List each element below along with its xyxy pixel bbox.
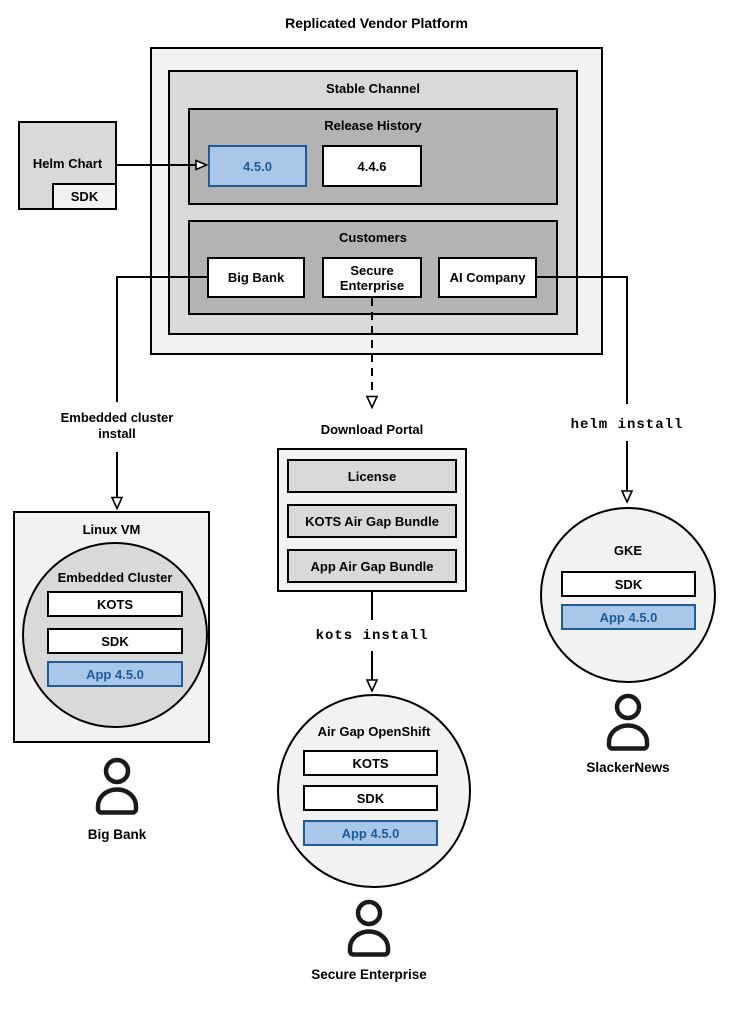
helm-chart-sdk-box: SDK	[52, 183, 117, 210]
customer-big-bank: Big Bank	[207, 257, 305, 298]
release-4-4-6: 4.4.6	[322, 145, 422, 187]
embedded-cluster-circle: Embedded Cluster KOTS SDK App 4.5.0	[22, 542, 208, 728]
arrowhead-gke	[620, 490, 634, 504]
release-history-title: Release History	[324, 118, 422, 133]
arrowhead-linux-vm	[110, 496, 124, 511]
linux-vm-box: Linux VM Embedded Cluster KOTS SDK App 4…	[13, 511, 210, 743]
arrowhead-openshift	[365, 679, 379, 693]
slackernews-user-label: SlackerNews	[586, 760, 670, 775]
vm-sdk-box: SDK	[47, 628, 183, 654]
secure-enterprise-user-label: Secure Enterprise	[311, 967, 427, 982]
diagram-title: Replicated Vendor Platform	[285, 15, 468, 31]
app-airgap-bundle-box: App Air Gap Bundle	[287, 549, 457, 583]
download-portal-box: License KOTS Air Gap Bundle App Air Gap …	[277, 448, 467, 592]
helm-chart-label: Helm Chart	[32, 156, 103, 171]
customer-secure-enterprise: Secure Enterprise	[322, 257, 422, 298]
secure-enterprise-user-icon	[347, 899, 391, 957]
gke-app-box: App 4.5.0	[561, 604, 696, 630]
big-bank-user-label: Big Bank	[87, 827, 147, 842]
stable-channel-title: Stable Channel	[326, 81, 420, 96]
gke-title: GKE	[613, 543, 643, 558]
kots-airgap-bundle-box: KOTS Air Gap Bundle	[287, 504, 457, 538]
openshift-kots-box: KOTS	[303, 750, 438, 776]
stable-channel-box: Stable Channel Release History 4.5.0 4.4…	[168, 70, 578, 335]
license-box: License	[287, 459, 457, 493]
vm-app-box: App 4.5.0	[47, 661, 183, 687]
embedded-cluster-install-label: Embedded cluster install	[60, 410, 174, 441]
arrowhead-download-portal	[365, 395, 379, 410]
airgap-openshift-title: Air Gap OpenShift	[317, 724, 431, 739]
customers-title: Customers	[339, 230, 407, 245]
gke-circle: GKE SDK App 4.5.0	[540, 507, 716, 683]
airgap-openshift-circle: Air Gap OpenShift KOTS SDK App 4.5.0	[277, 694, 471, 888]
download-portal-label: Download Portal	[320, 422, 424, 437]
release-4-5-0: 4.5.0	[208, 145, 307, 187]
release-history-box: Release History 4.5.0 4.4.6	[188, 108, 558, 205]
embedded-cluster-title: Embedded Cluster	[57, 570, 173, 585]
slackernews-user-icon	[606, 693, 650, 751]
helm-chart-box: Helm Chart SDK	[18, 121, 117, 210]
big-bank-user-icon	[95, 757, 139, 815]
openshift-sdk-box: SDK	[303, 785, 438, 811]
vm-kots-box: KOTS	[47, 591, 183, 617]
customers-box: Customers Big Bank Secure Enterprise AI …	[188, 220, 558, 315]
customer-ai-company: AI Company	[438, 257, 537, 298]
openshift-app-box: App 4.5.0	[303, 820, 438, 846]
linux-vm-title: Linux VM	[82, 522, 141, 537]
replicated-vendor-platform-box: Stable Channel Release History 4.5.0 4.4…	[150, 47, 603, 355]
helm-install-label: helm install	[570, 417, 684, 433]
kots-install-label: kots install	[315, 628, 429, 644]
gke-sdk-box: SDK	[561, 571, 696, 597]
